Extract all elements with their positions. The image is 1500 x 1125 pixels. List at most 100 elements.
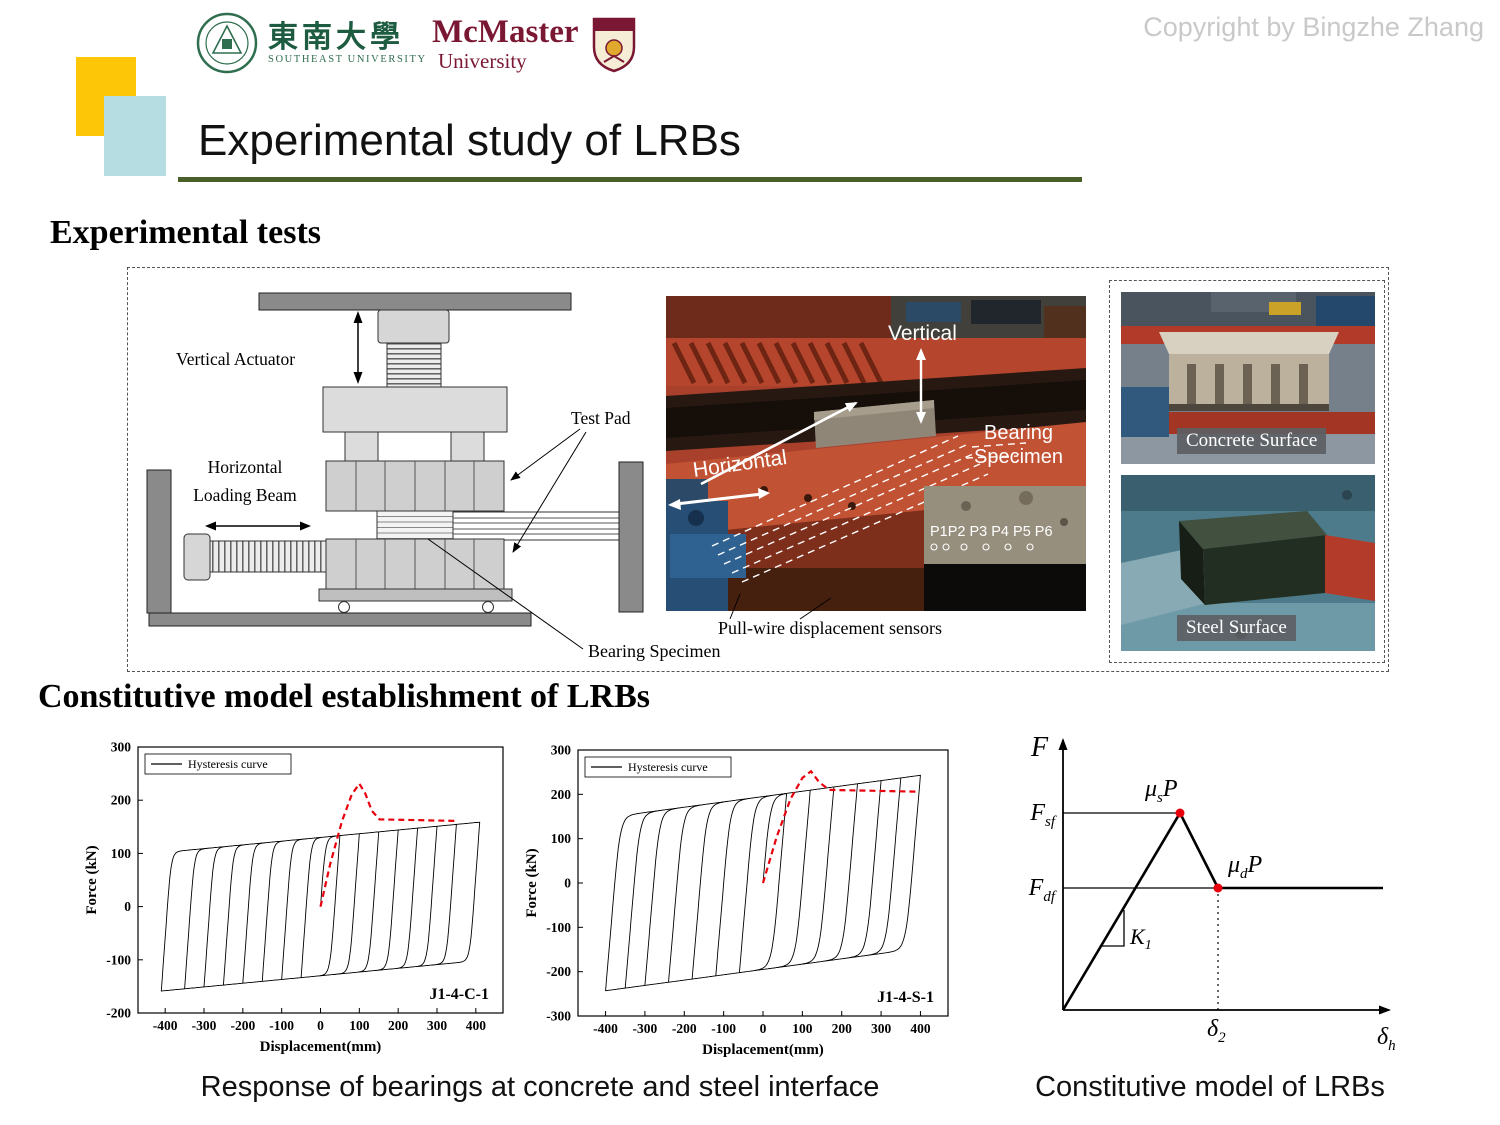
- svg-text:Hysteresis curve: Hysteresis curve: [628, 760, 708, 774]
- label-test-pad: Test Pad: [571, 408, 631, 428]
- svg-text:-100: -100: [546, 920, 571, 935]
- test-rig-photo: Vertical Horizontal Bearing Specimen P1P…: [666, 296, 1086, 611]
- seu-subtitle: SOUTHEAST UNIVERSITY: [268, 54, 427, 65]
- mcmaster-logo: McMaster University: [432, 16, 637, 74]
- svg-text:100: 100: [349, 1018, 370, 1033]
- label-mu-d-p: μdP: [1227, 852, 1263, 882]
- label-pull-wire-sensors: Pull-wire displacement sensors: [718, 618, 942, 638]
- caption-response: Response of bearings at concrete and ste…: [200, 1071, 880, 1103]
- svg-text:400: 400: [910, 1021, 931, 1036]
- label-bearing-specimen: Bearing Specimen: [588, 641, 720, 661]
- steel-surface-label: Steel Surface: [1177, 615, 1296, 641]
- concrete-surface-photo: Concrete Surface: [1121, 292, 1375, 464]
- svg-text:200: 200: [551, 787, 572, 802]
- mcmaster-name: McMaster: [432, 14, 579, 50]
- label-horizontal-loading-beam-2: Loading Beam: [193, 485, 297, 505]
- label-vertical-actuator: Vertical Actuator: [176, 349, 295, 369]
- label-delta-2: δ2: [1207, 1016, 1226, 1046]
- svg-text:300: 300: [551, 743, 572, 758]
- concrete-fins: [1187, 364, 1308, 406]
- section-constitutive-model: Constitutive model establishment of LRBs: [38, 678, 651, 715]
- static-friction-point: [1175, 808, 1185, 818]
- mcmaster-subtitle: University: [438, 49, 527, 73]
- photo-label-bearing-2: Specimen: [974, 446, 1063, 468]
- svg-text:100: 100: [792, 1021, 813, 1036]
- svg-text:200: 200: [388, 1018, 409, 1033]
- svg-text:-200: -200: [546, 964, 571, 979]
- label-fdf: Fdf: [1028, 875, 1057, 905]
- label-delta-h: δh: [1377, 1024, 1396, 1054]
- svg-text:-100: -100: [711, 1021, 736, 1036]
- bearing-specimen-block: [376, 510, 454, 540]
- svg-text:0: 0: [124, 899, 131, 914]
- svg-text:Displacement(mm): Displacement(mm): [260, 1039, 382, 1055]
- svg-text:200: 200: [111, 793, 132, 808]
- svg-text:300: 300: [111, 740, 132, 755]
- svg-text:-300: -300: [633, 1021, 658, 1036]
- seu-name: 東南大學: [268, 21, 404, 54]
- label-k1: K1: [1129, 924, 1152, 953]
- sensor-point-markers: [930, 543, 1034, 551]
- copyright-text: Copyright by Bingzhe Zhang: [1143, 12, 1484, 42]
- svg-text:0: 0: [564, 876, 571, 891]
- photo-label-bearing-1: Bearing: [984, 422, 1053, 444]
- loading-beam: [452, 511, 621, 541]
- finned-plate: [671, 341, 884, 385]
- photo-label-vertical: Vertical: [888, 322, 957, 345]
- mcmaster-crest-icon: [592, 17, 635, 73]
- steel-surface-photo: Steel Surface: [1121, 475, 1375, 651]
- caption-model: Constitutive model of LRBs: [1035, 1071, 1385, 1103]
- label-fsf: Fsf: [1029, 800, 1057, 830]
- sensor-inset-photo: P1P2 P3 P4 P5 P6: [924, 486, 1086, 611]
- svg-text:300: 300: [427, 1018, 448, 1033]
- model-labels: F Fsf Fdf μsP μdP K1 δ2 δh: [1028, 732, 1396, 1054]
- hysteresis-chart-steel: -400 -300 -200 -100 0 100 200 300 400 -300 -200 -10…: [524, 743, 949, 1058]
- loading-direction-arrow: [700, 401, 858, 486]
- svg-text:400: 400: [466, 1018, 487, 1033]
- decoration-cyan-square: [104, 96, 166, 176]
- svg-text:300: 300: [871, 1021, 892, 1036]
- svg-text:-200: -200: [230, 1018, 255, 1033]
- title-underline: [178, 177, 1082, 182]
- svg-text:-300: -300: [192, 1018, 217, 1033]
- section-experimental-tests: Experimental tests: [50, 214, 322, 251]
- svg-text:-100: -100: [269, 1018, 294, 1033]
- label-f-axis: F: [1030, 732, 1049, 763]
- label-horizontal-loading-beam-1: Horizontal: [208, 457, 283, 477]
- dynamic-friction-point: [1213, 883, 1223, 893]
- rig-schematic: [146, 292, 644, 627]
- surface-photos-panel: Concrete Surface Steel Surface: [1109, 280, 1385, 663]
- svg-text:200: 200: [832, 1021, 853, 1036]
- concrete-surface-label: Concrete Surface: [1177, 428, 1327, 454]
- svg-text:Displacement(mm): Displacement(mm): [702, 1042, 824, 1058]
- svg-text:-100: -100: [106, 952, 131, 967]
- svg-text:0: 0: [317, 1018, 324, 1033]
- upper-test-pad: [325, 460, 505, 512]
- lower-test-pad: [325, 538, 505, 590]
- sensor-points-label: P1P2 P3 P4 P5 P6: [930, 524, 1053, 540]
- svg-text:Force (kN): Force (kN): [84, 845, 100, 914]
- seu-logo: 東南大學 SOUTHEAST UNIVERSITY: [196, 12, 427, 74]
- seu-emblem-icon: [196, 12, 258, 74]
- horizontal-double-arrow: [675, 492, 763, 506]
- svg-text:Hysteresis curve: Hysteresis curve: [188, 757, 268, 771]
- label-mu-s-p: μsP: [1144, 776, 1178, 806]
- pull-wire-dashed-lines: [711, 435, 1027, 583]
- svg-text:-400: -400: [153, 1018, 178, 1033]
- model-axes: [1058, 738, 1391, 1015]
- svg-text:0: 0: [760, 1021, 767, 1036]
- svg-text:100: 100: [551, 831, 572, 846]
- svg-text:-200: -200: [672, 1021, 697, 1036]
- svg-text:-200: -200: [106, 1006, 131, 1021]
- svg-text:-300: -300: [546, 1009, 571, 1024]
- svg-text:-400: -400: [593, 1021, 618, 1036]
- stiffness-triangle: [1102, 910, 1125, 947]
- model-curve: [1061, 808, 1383, 1011]
- svg-text:100: 100: [111, 846, 132, 861]
- svg-text:Force (kN): Force (kN): [524, 848, 540, 917]
- page-title: Experimental study of LRBs: [198, 116, 741, 165]
- svg-text:J1-4-S-1: J1-4-S-1: [877, 989, 934, 1006]
- svg-text:J1-4-C-1: J1-4-C-1: [429, 986, 489, 1003]
- experimental-tests-panel: Vertical Horizontal Bearing Specimen P1P…: [127, 267, 1389, 672]
- hysteresis-chart-concrete: -400 -300 -200 -100 0 100 200 300 400 -200 -100 0 10…: [84, 740, 504, 1055]
